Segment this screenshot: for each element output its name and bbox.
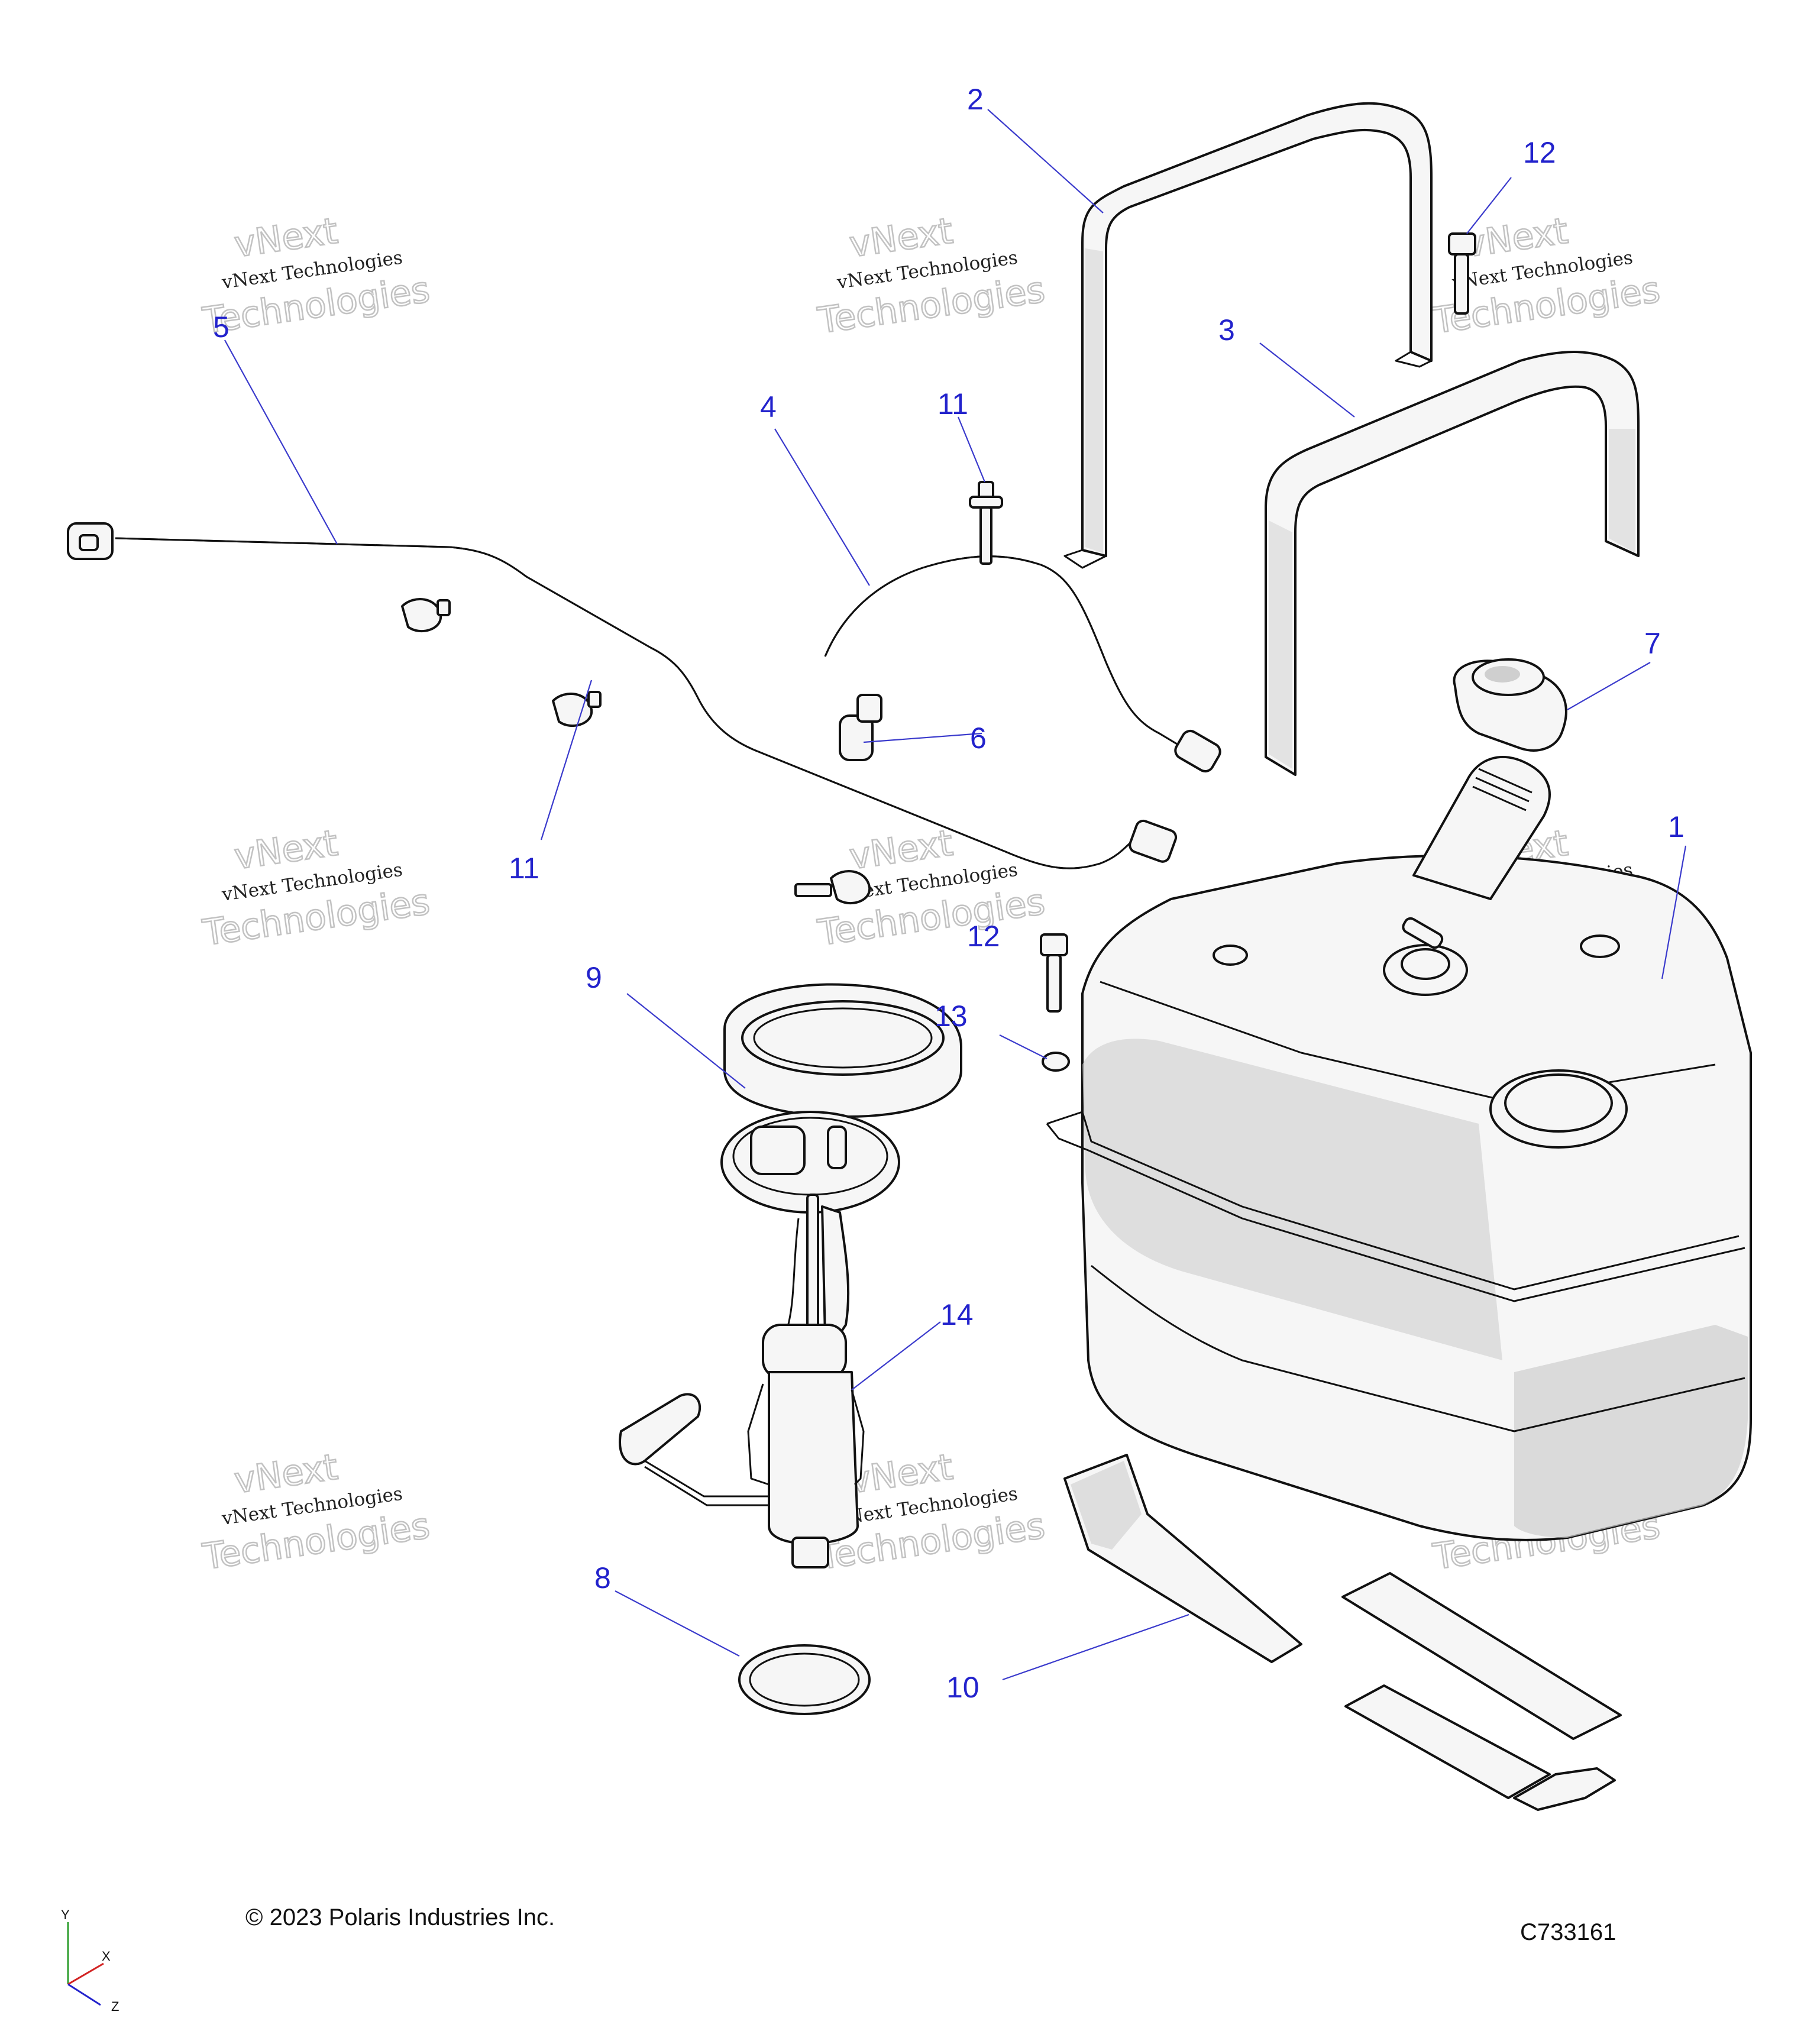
copyright-text: © 2023 Polaris Industries Inc. [245, 1904, 555, 1930]
callout-7: 7 [1644, 627, 1661, 660]
fuel-tank [1046, 756, 1752, 1541]
hose-clamp [552, 691, 602, 727]
callout-5: 5 [213, 311, 229, 344]
hose-clamp [401, 598, 451, 633]
callout-numbers: 1 2 3 4 5 6 7 8 9 10 11 11 12 12 13 14 [213, 83, 1685, 1704]
callout-12: 12 [1523, 136, 1556, 169]
axis-triad: Y X Z [61, 1907, 119, 2014]
tank-strap-rear [1265, 351, 1640, 776]
hose-clamp [794, 870, 871, 905]
z-axis-label: Z [111, 1999, 119, 2014]
leader-line [987, 109, 1104, 214]
vent-line-long [67, 522, 1178, 869]
tank-insulation-pads [1063, 1454, 1622, 1811]
fuel-cap [1453, 658, 1567, 752]
leader-line [999, 1034, 1047, 1059]
x-axis-line [67, 1962, 104, 1985]
watermark: vNext vNext Technologies Technologies [814, 209, 1048, 342]
washer [1042, 1052, 1070, 1072]
leader-line [851, 1321, 941, 1390]
mounting-bolt [969, 481, 1003, 565]
callout-2: 2 [967, 83, 984, 116]
leader-line [863, 732, 982, 743]
callout-12: 12 [967, 920, 1000, 953]
figure-id: C733161 [1520, 1919, 1616, 1945]
callout-13: 13 [935, 1000, 968, 1033]
watermark: vNext vNext Technologies Technologies [199, 822, 433, 955]
vent-fitting [839, 694, 882, 761]
bolt [1448, 232, 1476, 315]
callout-8: 8 [594, 1561, 611, 1595]
tank-strap-front [1063, 102, 1433, 569]
callout-4: 4 [760, 390, 777, 423]
callout-1: 1 [1668, 810, 1685, 843]
pump-lock-ring [723, 983, 962, 1118]
leader-line [626, 993, 746, 1089]
callout-6: 6 [970, 722, 987, 755]
callout-10: 10 [946, 1671, 979, 1704]
leader-line [1002, 1613, 1189, 1681]
callout-11: 11 [937, 387, 968, 421]
callout-11: 11 [509, 852, 539, 885]
watermark: vNext vNext Technologies Technologies [199, 1445, 433, 1579]
leader-line [774, 428, 870, 586]
callout-14: 14 [940, 1298, 974, 1331]
x-axis-label: X [102, 1949, 111, 1964]
vent-hose-curved [824, 555, 1221, 773]
callout-9: 9 [586, 961, 602, 994]
z-axis-line [67, 1983, 101, 2006]
leader-line [1567, 662, 1651, 710]
leader-line [540, 680, 593, 840]
y-axis-label: Y [61, 1907, 70, 1922]
callout-3: 3 [1218, 313, 1235, 347]
leader-line [1661, 845, 1687, 979]
leader-line [1466, 177, 1512, 234]
leader-line [615, 1590, 740, 1657]
bolt [1040, 933, 1068, 1013]
leader-line [1259, 342, 1355, 418]
leader-line [957, 416, 986, 483]
leader-lines [224, 109, 1687, 1681]
pump-seal [738, 1644, 871, 1715]
fuel-pump-assembly [619, 1111, 900, 1568]
leader-line [224, 339, 338, 545]
